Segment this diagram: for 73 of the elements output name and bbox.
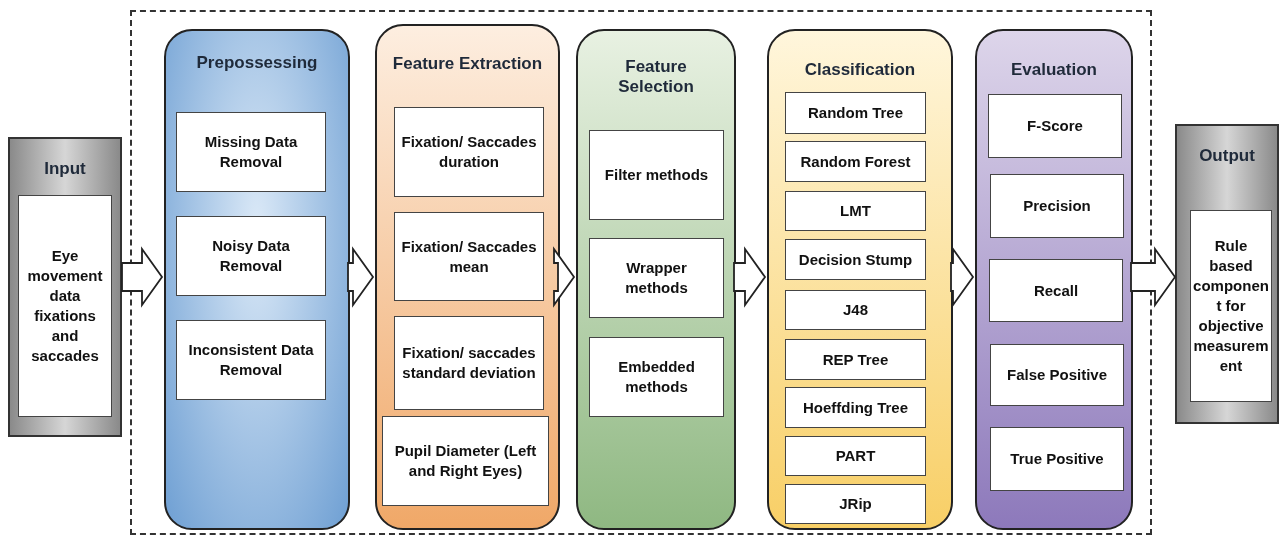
- box-text: Fixation/ saccades standard deviation: [401, 343, 537, 383]
- text-box: [18, 195, 112, 417]
- method-box: [394, 212, 544, 301]
- stage-panel: [975, 29, 1133, 530]
- method-box: [382, 416, 549, 506]
- method-box: [589, 238, 724, 318]
- method-box: [785, 141, 926, 182]
- method-box: [785, 387, 926, 428]
- box-text: Filter methods: [604, 165, 709, 185]
- block-arrow: [121, 246, 164, 308]
- block-arrow: [950, 246, 975, 308]
- stage-title: Output: [1198, 146, 1256, 166]
- method-box: [589, 337, 724, 417]
- method-box: [990, 174, 1124, 238]
- box-text: REP Tree: [822, 349, 889, 370]
- box-text: Recall: [1033, 280, 1079, 301]
- stage-panel: [576, 29, 736, 530]
- box-text: Missing Data Removal: [203, 132, 299, 172]
- box-text: Eye movement data fixations and saccades: [26, 246, 104, 366]
- stage-title: Prepossessing: [195, 53, 319, 73]
- method-box: [785, 436, 926, 476]
- method-box: [176, 320, 326, 400]
- box-text: True Positive: [1010, 449, 1104, 469]
- box-text: JRip: [839, 494, 872, 514]
- method-box: [176, 112, 326, 192]
- box-text: Random Forest: [800, 151, 911, 172]
- method-box: [589, 130, 724, 220]
- block-arrow: [347, 246, 375, 308]
- method-box: [394, 316, 544, 410]
- method-box: [394, 107, 544, 197]
- box-text: Precision: [1023, 196, 1091, 216]
- method-box: [785, 484, 926, 524]
- method-box: [785, 191, 926, 231]
- box-text: PART: [835, 446, 876, 466]
- stage-title: Input: [43, 159, 87, 179]
- method-box: [989, 259, 1123, 322]
- box-text: False Positive: [1006, 365, 1108, 385]
- method-box: [785, 92, 926, 134]
- method-box: [990, 427, 1124, 491]
- dashed-frame: [130, 10, 1152, 535]
- box-text: LMT: [840, 201, 871, 221]
- box-text: Embedded methods: [617, 357, 696, 397]
- stage-panel: [767, 29, 953, 530]
- box-text: Hoeffding Tree: [803, 397, 908, 418]
- box-text: Pupil Diameter (Left and Right Eyes): [393, 441, 538, 481]
- method-box: [785, 339, 926, 380]
- box-text: Rule based component for objective measurement: [1193, 236, 1269, 376]
- method-box: [785, 290, 926, 330]
- text-box: [1190, 210, 1272, 402]
- box-text: Fixation/ Saccades duration: [400, 132, 538, 172]
- box-text: J48: [843, 300, 868, 320]
- terminal-panel: [8, 137, 122, 437]
- box-text: Inconsistent Data Removal: [187, 340, 315, 380]
- box-text: Noisy Data Removal: [211, 236, 291, 276]
- block-arrow: [553, 246, 576, 308]
- method-box: [176, 216, 326, 296]
- stage-title: Evaluation: [1010, 60, 1098, 80]
- stage-title: Feature Selection: [617, 57, 695, 97]
- stage-title: Feature Extraction: [391, 54, 544, 74]
- block-arrow: [1130, 246, 1177, 308]
- terminal-panel: [1175, 124, 1279, 424]
- block-arrow: [733, 246, 767, 308]
- stage-panel: [164, 29, 350, 530]
- stage-title: Classification: [803, 60, 917, 80]
- box-text: Fixation/ Saccades mean: [400, 236, 538, 277]
- box-text: Decision Stump: [798, 249, 913, 270]
- method-box: [785, 239, 926, 280]
- box-text: Random Tree: [808, 103, 903, 123]
- box-text: Wrapper methods: [624, 258, 689, 298]
- method-box: [988, 94, 1122, 158]
- method-box: [990, 344, 1124, 406]
- box-text: F-Score: [1027, 116, 1083, 136]
- stage-panel: [375, 24, 560, 530]
